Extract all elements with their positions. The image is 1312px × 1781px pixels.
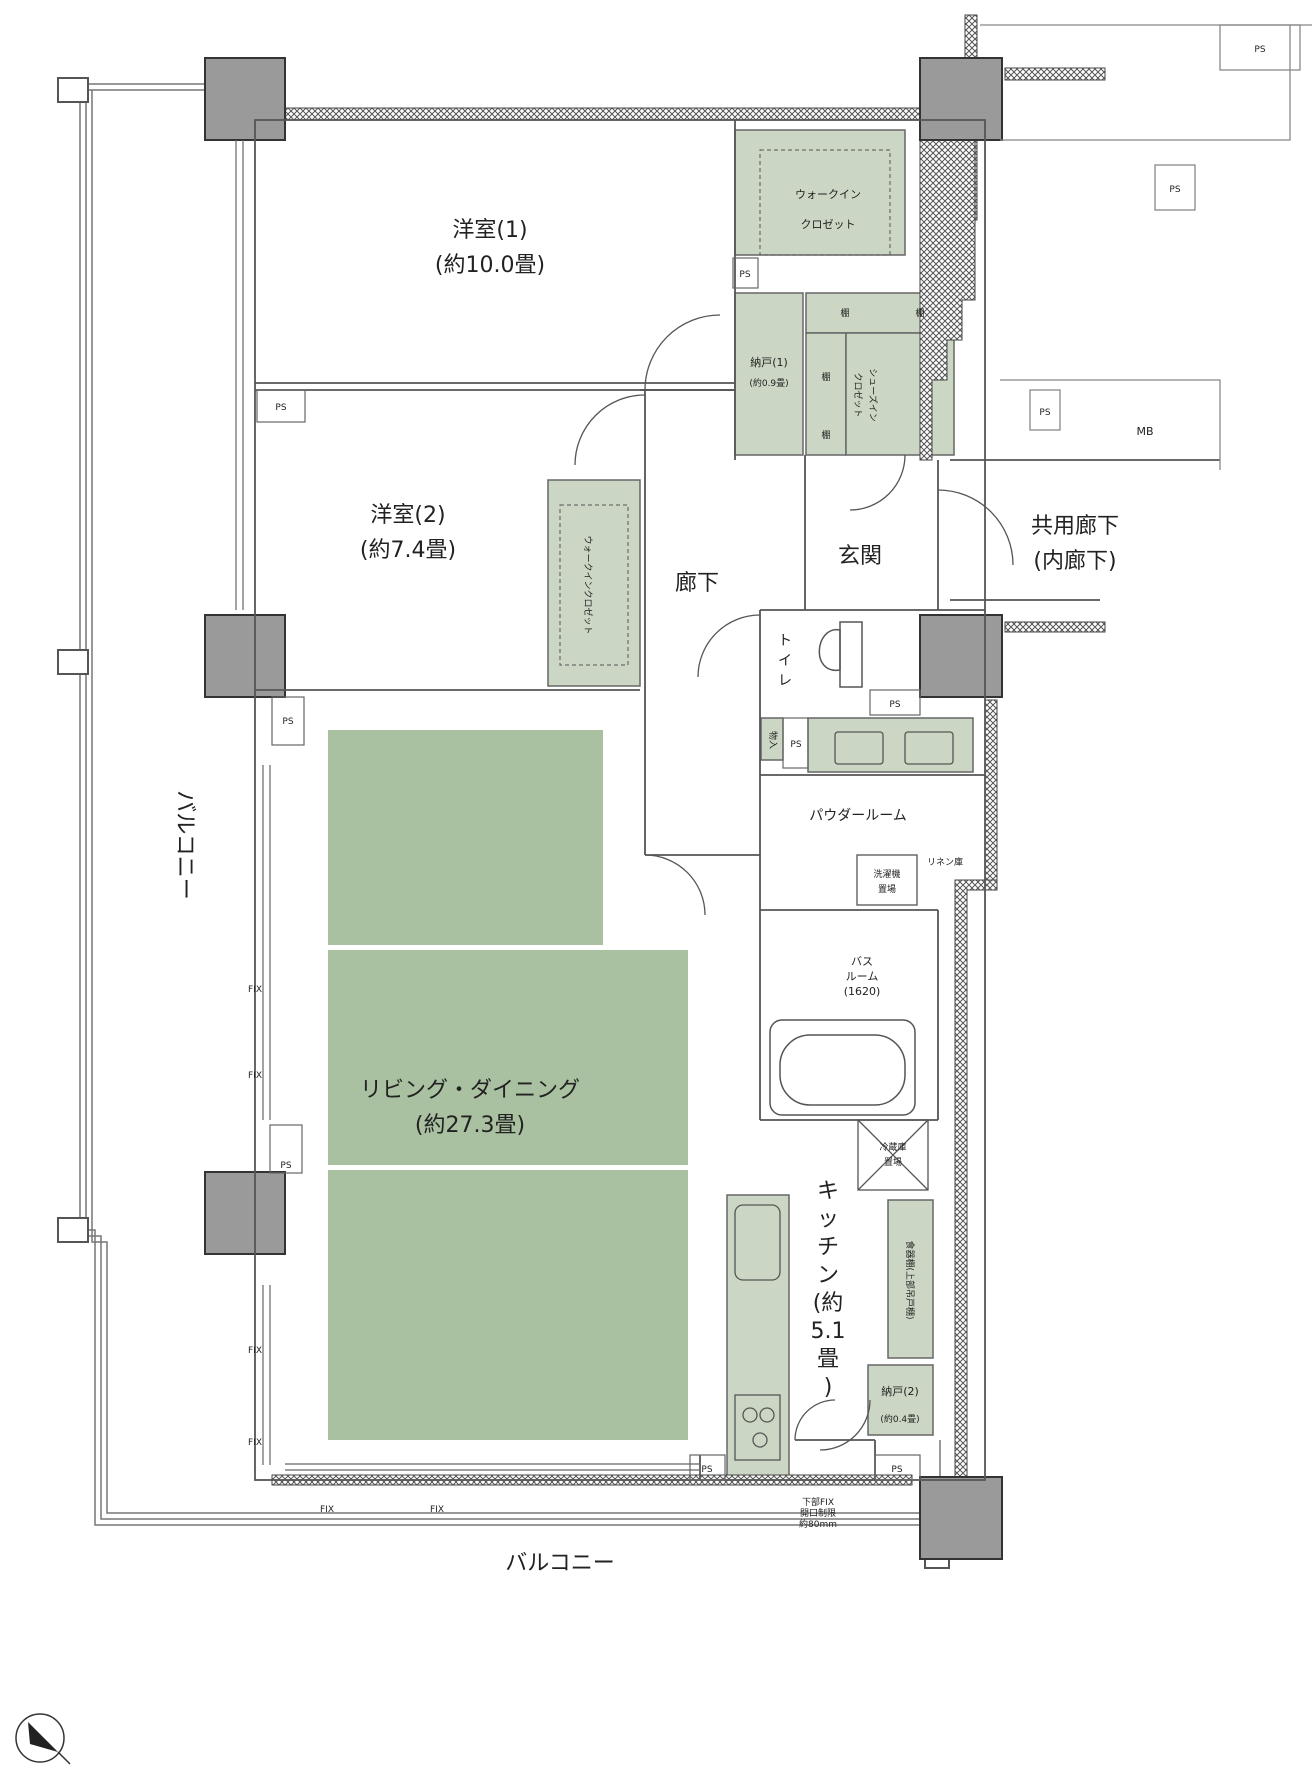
linen-label: リネン庫 [927, 856, 963, 868]
north-arrow-icon [15, 1713, 71, 1765]
ps-label: PS [280, 1161, 291, 1171]
fix-label: FIX [248, 985, 262, 995]
balcony-bottom-label: バルコニー [505, 1551, 615, 1576]
toilet-label-2: イ [778, 653, 792, 669]
living-name: リビング・ダイニング [360, 1078, 580, 1103]
door-swings [574, 314, 1014, 1451]
cupboard-label: 食器棚(上部吊戸棚) [904, 1240, 916, 1319]
window-frames [235, 140, 700, 1471]
kitchen-label-5: (約 [813, 1291, 844, 1316]
ps-label: PS [739, 270, 750, 280]
bathtub-fixture [769, 1019, 916, 1116]
ps-label: PS [891, 1465, 902, 1475]
fridge-space [857, 1119, 929, 1191]
shelf-label-1: 棚 [840, 307, 849, 319]
kitchen-label-7: 畳 [817, 1347, 839, 1372]
ps-label: PS [275, 403, 286, 413]
living-area: (約27.3畳) [415, 1113, 525, 1138]
storage-fills [547, 129, 974, 1481]
partition-lines [254, 119, 1220, 1481]
fridge-label-2: 置場 [884, 1156, 902, 1168]
storage1-name: 納戸(1) [750, 356, 788, 369]
washer-label-2: 置場 [878, 883, 896, 895]
bedroom2-area: (約7.4畳) [360, 538, 456, 563]
shoes-label-2: クロゼット [852, 372, 864, 417]
bedroom1-name: 洋室(1) [452, 218, 527, 243]
window-note-2: 開口制限 [800, 1507, 836, 1519]
toilet-label-3: レ [778, 673, 792, 689]
storage2-area: (約0.4畳) [880, 1413, 919, 1425]
washer-space [856, 854, 918, 906]
mb-label: MB [1136, 425, 1153, 438]
wic2-label: ウォークインクロゼット [582, 535, 594, 634]
shelf-label-4: 棚 [821, 429, 830, 441]
kitchen-sink [734, 1204, 781, 1281]
fix-label: FIX [430, 1505, 444, 1515]
kitchen-label-4: ン [817, 1263, 839, 1288]
ps-label: PS [1254, 45, 1265, 55]
vanity-sinks [834, 731, 954, 765]
wic1-label-1: ウォークイン [795, 188, 861, 201]
fix-label: FIX [248, 1071, 262, 1081]
living-flooring [328, 730, 688, 1440]
ps-label: PS [282, 717, 293, 727]
window-note-1: 下部FIX [802, 1496, 834, 1508]
ps-label: PS [1039, 408, 1050, 418]
structural-columns [204, 57, 1003, 1560]
shoes-label-1: シューズイン [867, 368, 879, 422]
ps-label: PS [790, 740, 801, 750]
bath-label-1: バス [851, 955, 873, 968]
bath-label-3: (1620) [844, 985, 881, 998]
toilet-label-1: ト [778, 633, 792, 649]
washer-label-1: 洗濯機 [873, 868, 900, 880]
mono-label: 物入 [767, 731, 779, 749]
common-corridor-line2: (内廊下) [1033, 549, 1116, 574]
corridor-label: 廊下 [675, 571, 719, 596]
fridge-label-1: 冷蔵庫 [879, 1141, 906, 1153]
kitchen-label-8: ) [824, 1375, 833, 1400]
kitchen-label-2: ッ [817, 1207, 839, 1232]
closet-dashes [559, 149, 891, 666]
neighbor-outlines [980, 24, 1312, 470]
storage2-name: 納戸(2) [881, 1385, 919, 1398]
powder-label: パウダールーム [809, 808, 907, 824]
ps-label: PS [889, 700, 900, 710]
toilet-fixture [818, 621, 863, 688]
kitchen-label-1: キ [817, 1179, 839, 1204]
kitchen-label-3: チ [817, 1235, 839, 1260]
ps-label: PS [701, 1465, 712, 1475]
common-corridor-line1: 共用廊下 [1031, 514, 1119, 539]
fix-label: FIX [320, 1505, 334, 1515]
bedroom1-area: (約10.0畳) [435, 253, 545, 278]
shelf-label-3: 棚 [821, 371, 830, 383]
bath-label-2: ルーム [846, 970, 879, 983]
fix-label: FIX [248, 1346, 262, 1356]
kitchen-label-6: 5.1 [811, 1319, 846, 1344]
entrance-label: 玄関 [838, 544, 882, 569]
kitchen-stove [734, 1394, 781, 1461]
ps-label: PS [1169, 185, 1180, 195]
fix-label: FIX [248, 1438, 262, 1448]
storage1-area: (約0.9畳) [749, 377, 788, 389]
ps-boxes [256, 257, 921, 1481]
window-note-3: 約80mm [799, 1518, 837, 1530]
shelf-label-2: 棚 [915, 307, 924, 319]
balcony-left-label: バルコニー [172, 790, 197, 900]
bedroom2-name: 洋室(2) [370, 503, 445, 528]
wic1-label-2: クロゼット [801, 218, 856, 231]
